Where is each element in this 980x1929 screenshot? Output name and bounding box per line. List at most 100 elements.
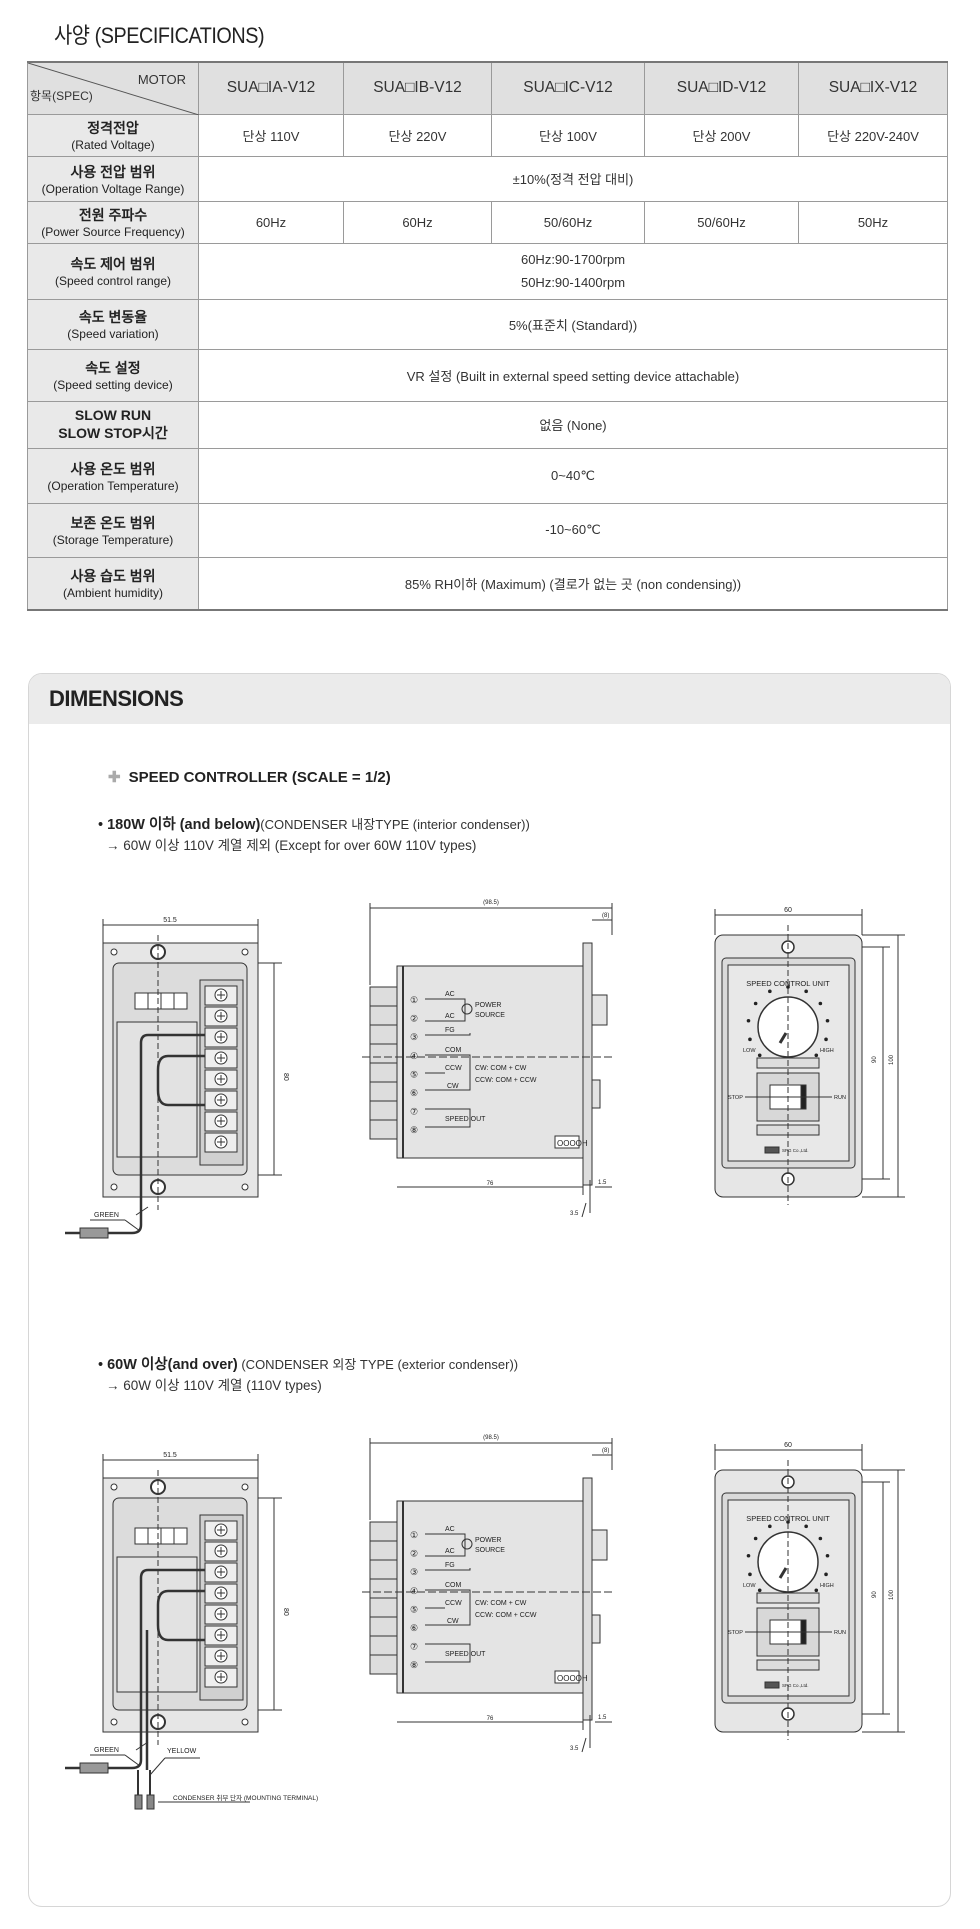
drawing-label: POWER	[475, 1537, 501, 1544]
cell-value: ±10%(정격 전압 대비)	[198, 155, 948, 202]
row-label: 사용 습도 범위(Ambient humidity)	[27, 556, 199, 611]
cell-value: 50/60Hz	[491, 200, 645, 244]
cell-value: -10~60℃	[198, 502, 948, 558]
cell-value: 단상 220V	[343, 113, 492, 157]
drawing-label: RUN	[834, 1630, 846, 1636]
cell-value: 50Hz	[798, 200, 948, 244]
drawing-label: 80	[282, 1073, 289, 1081]
row-label: 속도 설정(Speed setting device)	[27, 348, 199, 402]
drawing-label: ⑦	[410, 1107, 418, 1117]
plus-icon: ✚	[108, 769, 121, 786]
section-1-bullet: • 180W 이하 (and below)(CONDENSER 내장TYPE (…	[98, 817, 530, 833]
drawing-label: YELLOW	[167, 1748, 197, 1755]
drawing-label: CW: COM + CW	[475, 1065, 527, 1072]
model-header: SUA□IC-V12	[491, 61, 645, 115]
drawing-label: ⑥	[410, 1088, 418, 1098]
drawing-label: (98.5)	[483, 900, 499, 906]
section-2-note: → 60W 이상 110V 계열 (110V types)	[106, 1378, 322, 1393]
row-label: 사용 전압 범위(Operation Voltage Range)	[27, 155, 199, 202]
drawing-label: 100	[889, 1054, 895, 1065]
drawing-label: SPG Co.,Ltd.	[782, 1683, 809, 1688]
drawing-label: HIGH	[820, 1048, 834, 1054]
drawing-label: (8)	[602, 913, 609, 919]
drawing-label: 76	[487, 1716, 494, 1722]
table-row: 속도 설정(Speed setting device)VR 설정 (Built …	[27, 348, 948, 402]
cell-value: 단상 220V-240V	[798, 113, 948, 157]
drawing-label: ②	[410, 1549, 418, 1559]
drawing-label: ⑧	[410, 1125, 418, 1135]
drawing-label: ③	[410, 1032, 418, 1042]
side-view	[362, 903, 613, 1218]
drawing-label: OOOOH	[557, 1139, 588, 1148]
drawing-label: 90	[872, 1056, 878, 1063]
drawing-label: SOURCE	[475, 1012, 505, 1019]
drawing-label: SPEED CONTROL UNIT	[746, 979, 830, 988]
drawing-label: 76	[487, 1181, 494, 1187]
row-label: 속도 제어 범위(Speed control range)	[27, 242, 199, 300]
cell-value: 단상 110V	[198, 113, 344, 157]
cell-value: 단상 200V	[644, 113, 799, 157]
drawing-label: ③	[410, 1567, 418, 1577]
drawing-label: GREEN	[94, 1212, 119, 1219]
drawing-label: ⑥	[410, 1623, 418, 1633]
drawing-label: SPEED OUT	[445, 1116, 486, 1123]
drawing-label: POWER	[475, 1002, 501, 1009]
drawing-label: CCW	[445, 1600, 462, 1607]
cell-value: 0~40℃	[198, 447, 948, 504]
cell-value: 85% RH이하 (Maximum) (결로가 없는 곳 (non conden…	[198, 556, 948, 611]
drawing-label: CW: COM + CW	[475, 1600, 527, 1607]
cell-value: 60Hz	[198, 200, 344, 244]
drawing-label: CW	[447, 1083, 459, 1090]
cell-value: 50/60Hz	[644, 200, 799, 244]
drawing-label: LOW	[743, 1583, 756, 1589]
drawing-label: RUN	[834, 1095, 846, 1101]
drawing-label: ④	[410, 1586, 418, 1596]
drawing-label: 51.5	[163, 917, 177, 924]
table-row: 사용 온도 범위(Operation Temperature)0~40℃	[27, 447, 948, 504]
drawing-label: 3.5	[570, 1746, 579, 1752]
drawing-label: FG	[445, 1027, 455, 1034]
drawing-label: AC	[445, 1548, 455, 1555]
drawing-label: AC	[445, 1526, 455, 1533]
drawing-label: ①	[410, 995, 418, 1005]
front-view	[714, 909, 905, 1205]
model-header: SUA□IB-V12	[343, 61, 492, 115]
drawing-label: 3.5	[570, 1211, 579, 1217]
drawing-label: CCW: COM + CCW	[475, 1612, 537, 1619]
speed-controller-subtitle: ✚SPEED CONTROLLER (SCALE = 1/2)	[108, 769, 391, 786]
drawing-label: AC	[445, 1013, 455, 1020]
table-row: 보존 온도 범위(Storage Temperature)-10~60℃	[27, 502, 948, 558]
drawing-label: SPEED OUT	[445, 1651, 486, 1658]
drawing-label: AC	[445, 991, 455, 998]
drawing-label: STOP	[728, 1095, 743, 1101]
cell-value: 5%(표준치 (Standard))	[198, 298, 948, 350]
drawing-label: 1.5	[598, 1715, 607, 1721]
drawing-label: STOP	[728, 1630, 743, 1636]
table-row: 사용 습도 범위(Ambient humidity)85% RH이하 (Maxi…	[27, 556, 948, 611]
model-header: SUA□ID-V12	[644, 61, 799, 115]
drawing-label: ①	[410, 1530, 418, 1540]
drawing-label: HIGH	[820, 1583, 834, 1589]
row-label: 사용 온도 범위(Operation Temperature)	[27, 447, 199, 504]
side-view	[362, 1438, 613, 1753]
model-header: SUA□IA-V12	[198, 61, 344, 115]
drawing-label: 51.5	[163, 1452, 177, 1459]
drawing-label: GREEN	[94, 1747, 119, 1754]
drawing-label: ⑤	[410, 1069, 418, 1079]
drawing-label: FG	[445, 1562, 455, 1569]
row-label: 속도 변동율(Speed variation)	[27, 298, 199, 350]
row-label: 전원 주파수(Power Source Frequency)	[27, 200, 199, 244]
page-title: 사양 (SPECIFICATIONS)	[54, 23, 265, 48]
dimensions-header: DIMENSIONS	[29, 674, 950, 724]
diagonal-divider	[28, 63, 199, 115]
drawing-label: SPG Co.,Ltd.	[782, 1148, 809, 1153]
drawing-label: 60	[784, 1442, 792, 1449]
